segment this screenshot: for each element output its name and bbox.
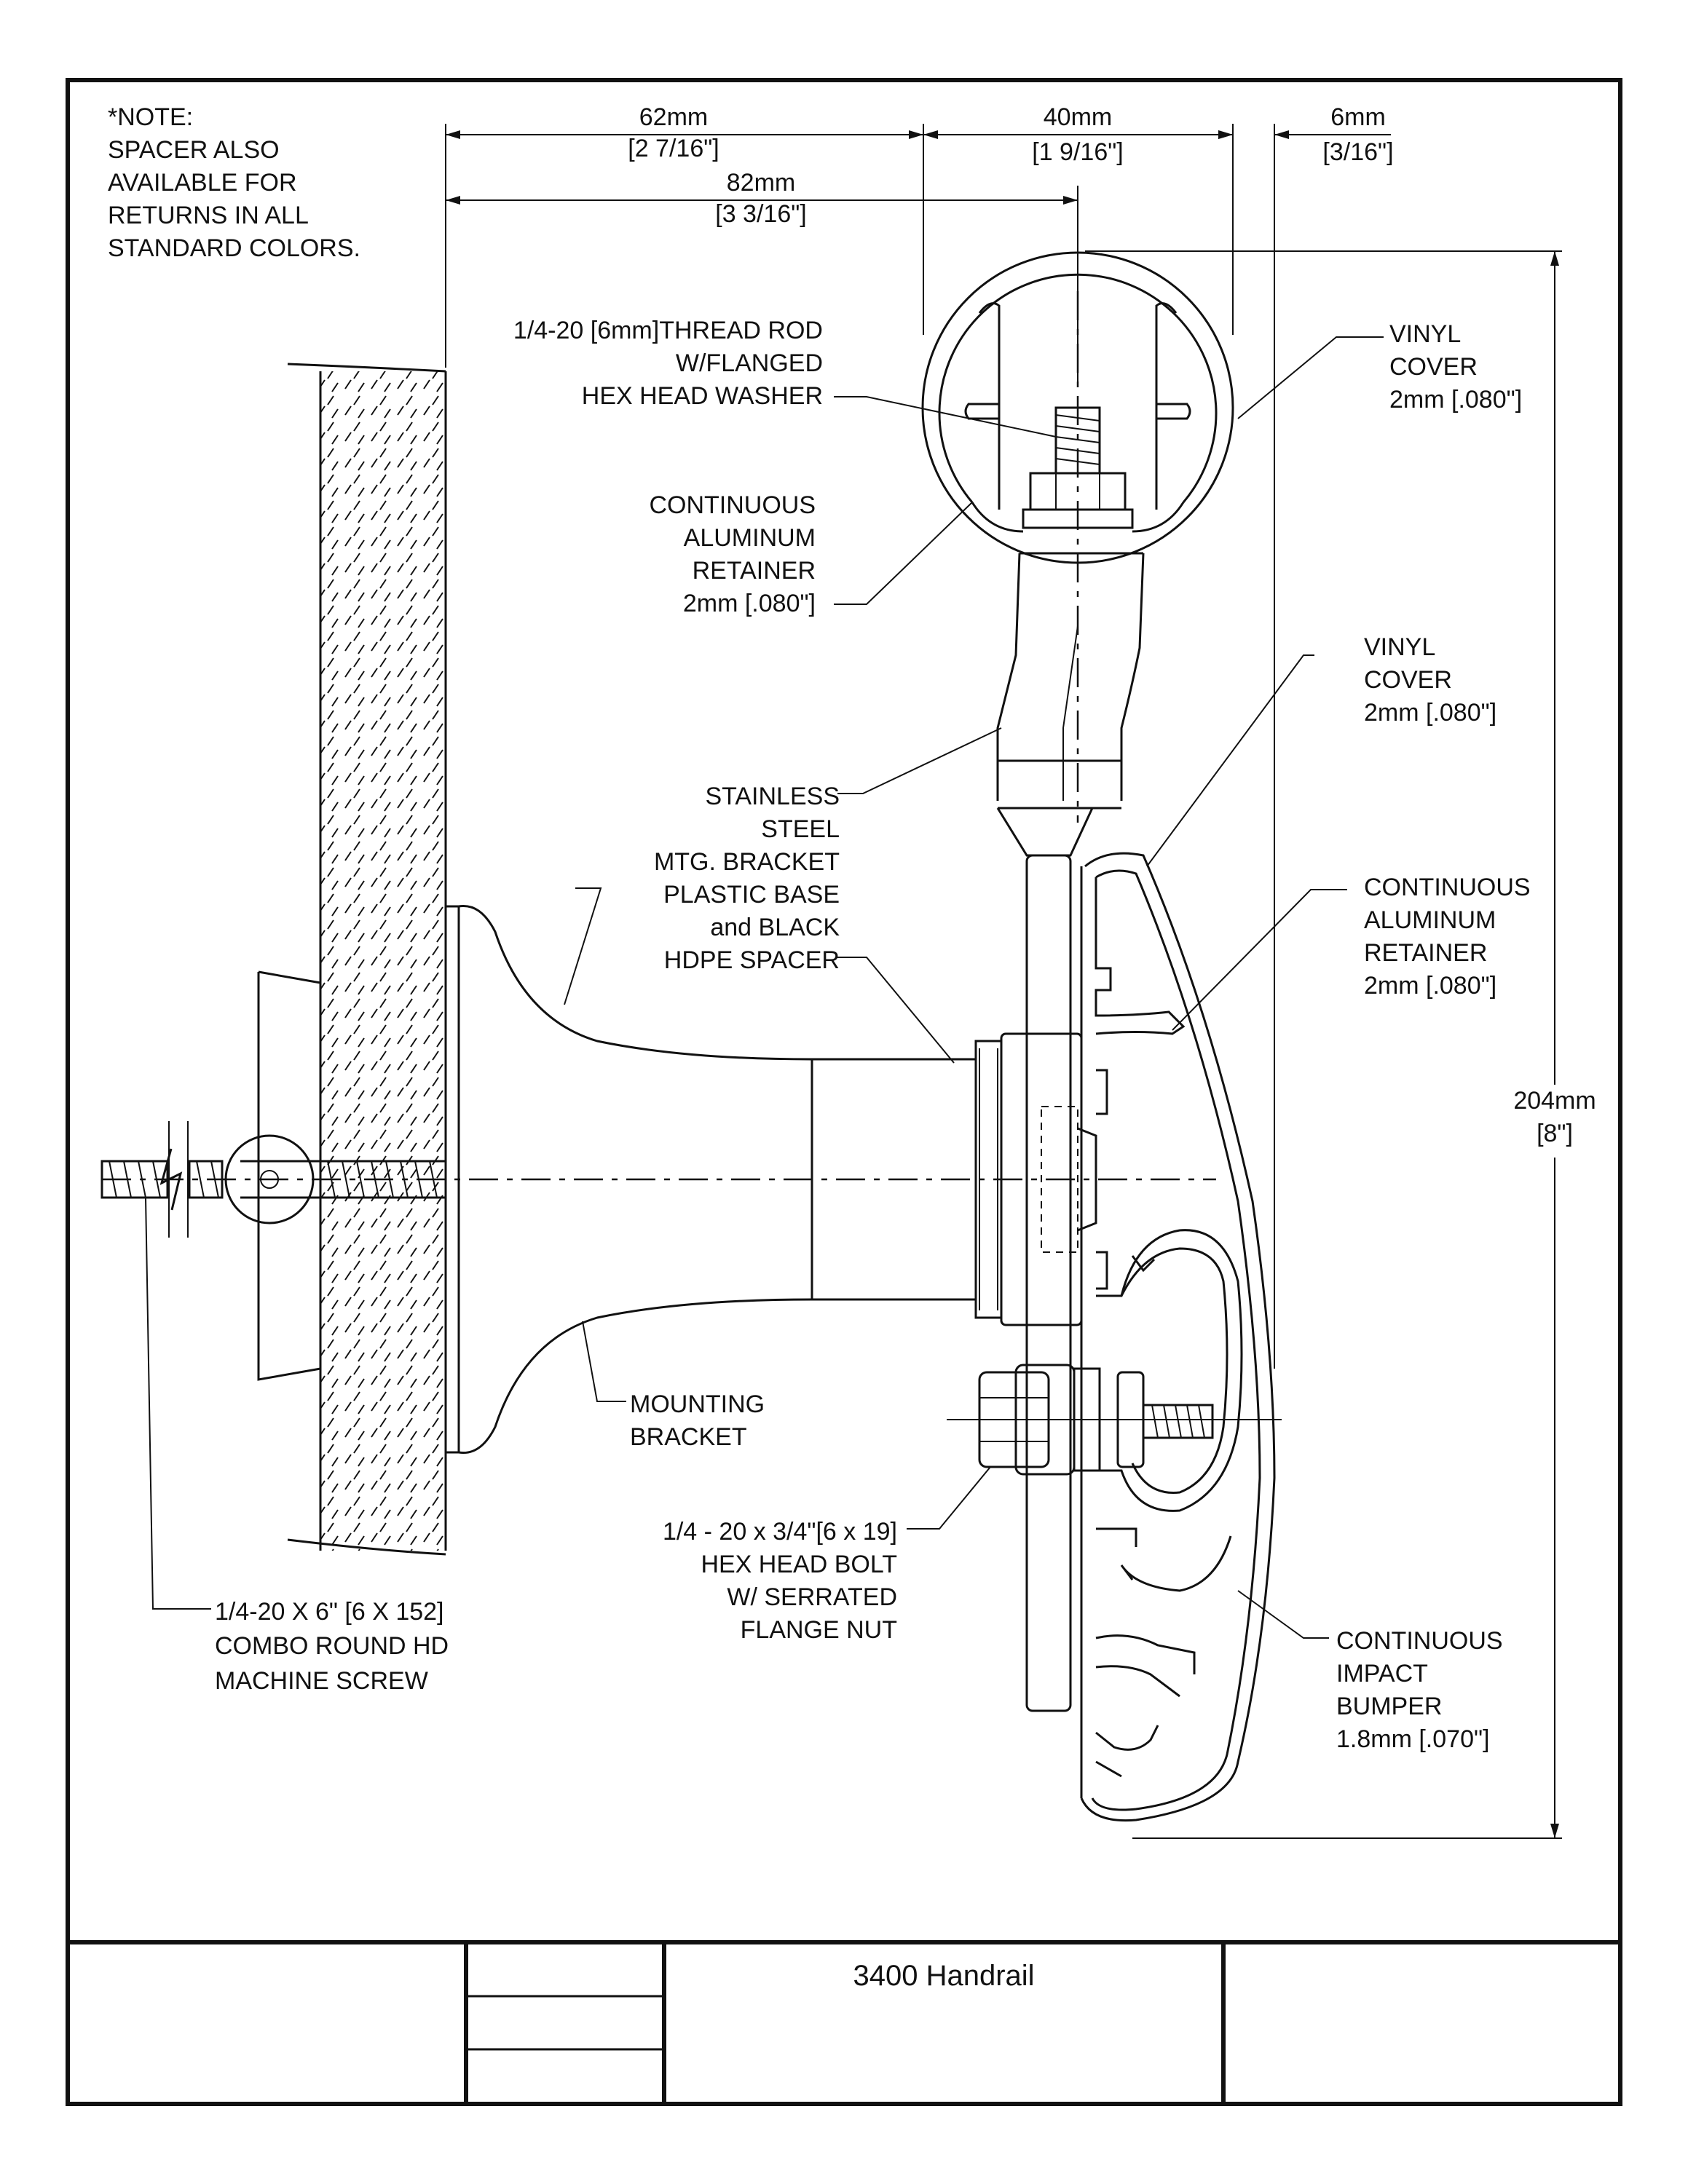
- dim-204-imperial: [8"]: [1537, 1120, 1573, 1147]
- dim-40-imperial: [1 9/16"]: [1032, 138, 1124, 166]
- callout-line: ALUMINUM: [684, 524, 816, 552]
- callout-line: 1.8mm [.070"]: [1336, 1725, 1490, 1753]
- callout-line: COVER: [1389, 353, 1478, 381]
- callout-hex-bolt: 1/4 - 20 x 3/4"[6 x 19] HEX HEAD BOLT W/…: [663, 1518, 897, 1644]
- dimension-40mm: 40mm [1 9/16"]: [923, 103, 1233, 166]
- note-line: RETURNS IN ALL: [108, 202, 309, 229]
- dimension-6mm: 6mm [3/16"]: [1187, 103, 1394, 166]
- handrail-tube: [921, 251, 1234, 564]
- note-line: STANDARD COLORS.: [108, 234, 360, 262]
- callout-vinyl-cover-top: VINYL COVER 2mm [.080"]: [1389, 320, 1522, 414]
- callout-line: BUMPER: [1336, 1693, 1442, 1720]
- callout-retainer-right: CONTINUOUS ALUMINUM RETAINER 2mm [.080"]: [1364, 874, 1531, 1000]
- dimension-82mm: 82mm [3 3/16"]: [446, 169, 1078, 228]
- callout-line: COVER: [1364, 666, 1452, 694]
- note-line: *NOTE:: [108, 103, 193, 131]
- callout-line: 1/4-20 X 6" [6 X 152]: [215, 1598, 444, 1626]
- callout-line: 2mm [.080"]: [1364, 699, 1496, 727]
- callout-line: CONTINUOUS: [1336, 1627, 1503, 1655]
- callout-line: RETAINER: [1364, 939, 1487, 967]
- leader-lines: [145, 336, 1384, 1639]
- hex-head-bolt: [947, 1364, 1282, 1476]
- thread-rod: [1022, 406, 1134, 529]
- dimension-62mm: 62mm [2 7/16"]: [446, 103, 923, 162]
- callout-line: STAINLESS: [705, 783, 840, 810]
- callout-line: MACHINE SCREW: [215, 1667, 428, 1695]
- callout-line: CONTINUOUS: [649, 491, 816, 519]
- callout-line: 1/4 - 20 x 3/4"[6 x 19]: [663, 1518, 897, 1546]
- dim-62-imperial: [2 7/16"]: [628, 135, 719, 162]
- dim-6-imperial: [3/16"]: [1322, 138, 1393, 166]
- callout-line: ALUMINUM: [1364, 906, 1496, 934]
- drawing-border: [66, 78, 1622, 2106]
- note-line: AVAILABLE FOR: [108, 169, 297, 197]
- callout-line: RETAINER: [693, 557, 816, 585]
- callout-line: HEX HEAD BOLT: [701, 1551, 897, 1578]
- callout-line: 2mm [.080"]: [1364, 972, 1496, 1000]
- callout-line: HEX HEAD WASHER: [582, 382, 823, 410]
- dim-40-metric: 40mm: [1044, 103, 1112, 131]
- callout-machine-screw: 1/4-20 X 6" [6 X 152] COMBO ROUND HD MAC…: [215, 1598, 449, 1695]
- callout-line: 2mm [.080"]: [1389, 386, 1522, 414]
- stainless-steel-bracket: [996, 552, 1145, 1712]
- callout-retainer-top: CONTINUOUS ALUMINUM RETAINER 2mm [.080"]: [649, 491, 816, 617]
- callout-line: CONTINUOUS: [1364, 874, 1531, 901]
- mounting-bracket: [444, 904, 1003, 1455]
- callout-line: W/ SERRATED: [727, 1583, 897, 1611]
- note-block: *NOTE: SPACER ALSO AVAILABLE FOR RETURNS…: [108, 103, 360, 262]
- callout-line: 1/4-20 [6mm]THREAD ROD: [513, 317, 823, 344]
- callout-bumper: CONTINUOUS IMPACT BUMPER 1.8mm [.070"]: [1336, 1627, 1503, 1753]
- dimension-204mm: 204mm [8"]: [1085, 250, 1596, 1839]
- callout-line: PLASTIC BASE: [663, 881, 840, 909]
- callout-line: W/FLANGED: [676, 349, 823, 377]
- callout-line: HDPE SPACER: [664, 946, 840, 974]
- callout-line: FLANGE NUT: [741, 1616, 897, 1644]
- note-line: SPACER ALSO: [108, 136, 280, 164]
- callout-line: MOUNTING: [630, 1390, 765, 1418]
- callout-mounting-bracket: MOUNTING BRACKET: [630, 1390, 765, 1451]
- callout-line: STEEL: [761, 815, 840, 843]
- callout-line: COMBO ROUND HD: [215, 1632, 449, 1660]
- callout-bracket-base: STAINLESS STEEL MTG. BRACKET PLASTIC BAS…: [654, 783, 840, 974]
- callout-line: VINYL: [1389, 320, 1461, 348]
- callout-line: BRACKET: [630, 1423, 747, 1451]
- dim-6-metric: 6mm: [1330, 103, 1386, 131]
- callout-line: IMPACT: [1336, 1660, 1428, 1688]
- dim-82-metric: 82mm: [727, 169, 795, 197]
- wall-section: [287, 363, 447, 1556]
- callout-thread-rod: 1/4-20 [6mm]THREAD ROD W/FLANGED HEX HEA…: [513, 317, 823, 410]
- impact-bumper: [1080, 852, 1276, 1822]
- dim-82-imperial: [3 3/16"]: [715, 200, 807, 228]
- callout-vinyl-cover-right: VINYL COVER 2mm [.080"]: [1364, 633, 1496, 727]
- callout-line: and BLACK: [710, 914, 840, 941]
- dim-62-metric: 62mm: [639, 103, 708, 131]
- drawing-title: 3400 Handrail: [853, 1960, 1034, 1992]
- callout-line: MTG. BRACKET: [654, 848, 840, 876]
- callout-line: 2mm [.080"]: [683, 590, 816, 617]
- dim-204-metric: 204mm: [1513, 1087, 1596, 1115]
- callout-line: VINYL: [1364, 633, 1435, 661]
